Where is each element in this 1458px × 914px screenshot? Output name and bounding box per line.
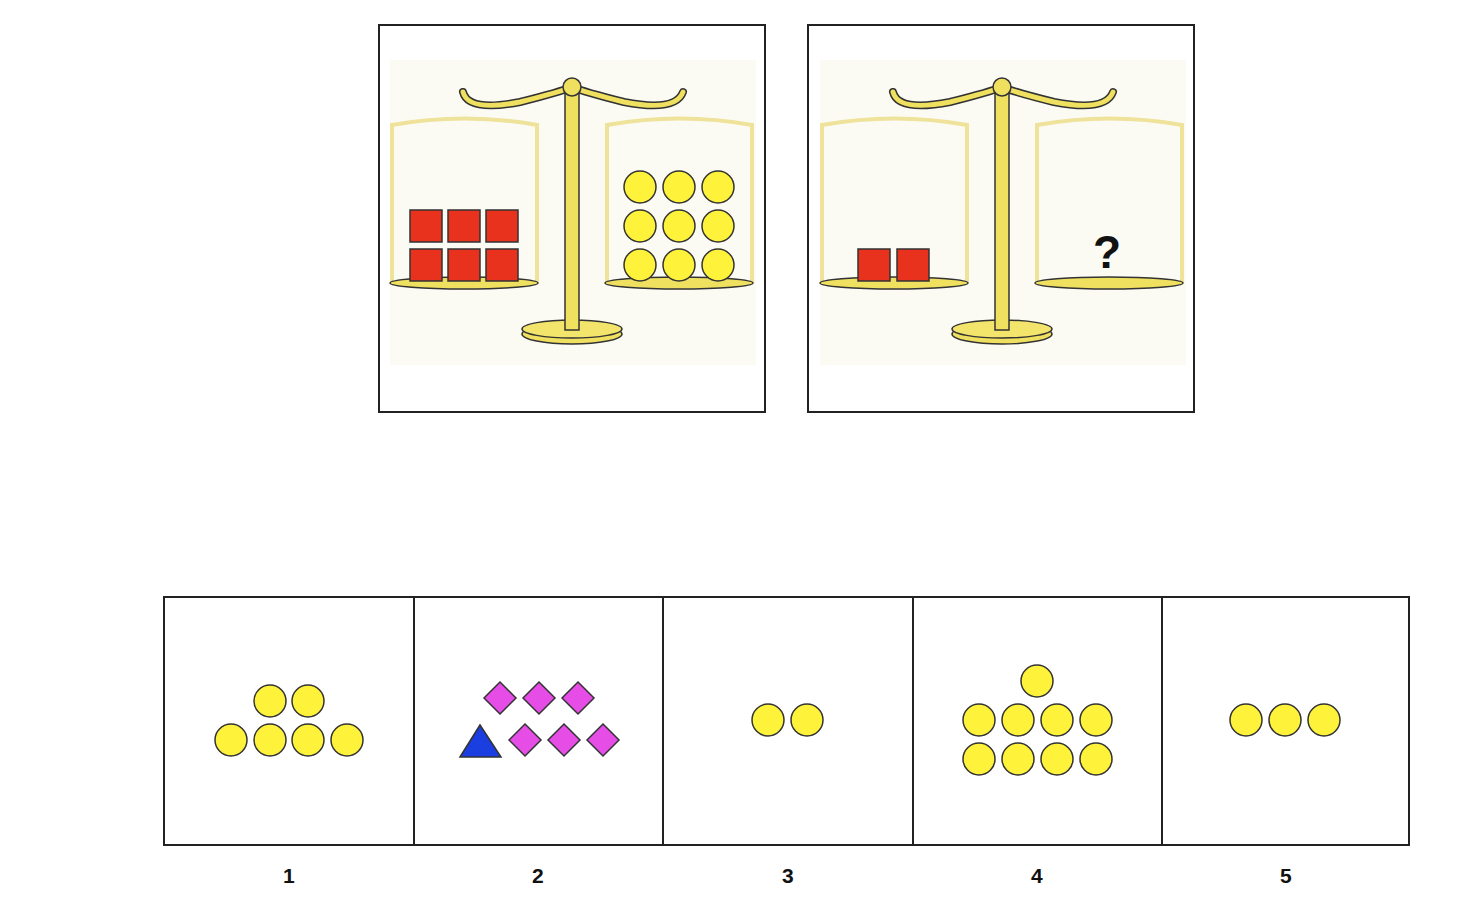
magenta-diamond (484, 682, 516, 714)
yellow-circle (1269, 704, 1301, 736)
divider (662, 597, 664, 845)
panel-frame (808, 25, 1194, 412)
balance-scale (390, 60, 756, 365)
panel-frame (379, 25, 765, 412)
yellow-circle (254, 685, 286, 717)
option-3-circles (752, 704, 823, 736)
red-squares (858, 249, 929, 281)
yellow-circle (624, 171, 656, 203)
yellow-circle (702, 171, 734, 203)
red-square (858, 249, 890, 281)
option-5-circles (1230, 704, 1340, 736)
yellow-circle (1080, 704, 1112, 736)
yellow-circle (292, 685, 324, 717)
red-square (486, 210, 518, 242)
red-squares (410, 210, 518, 281)
yellow-circle (702, 249, 734, 281)
yellow-circle (215, 724, 247, 756)
yellow-circle (663, 249, 695, 281)
option-number: 3 (782, 865, 794, 886)
option-number: 1 (283, 865, 295, 886)
balance-scale (820, 60, 1186, 365)
red-square (410, 249, 442, 281)
divider (413, 597, 415, 845)
yellow-circle (963, 704, 995, 736)
yellow-circle (1041, 704, 1073, 736)
red-square (410, 210, 442, 242)
magenta-diamond (523, 682, 555, 714)
divider (912, 597, 914, 845)
option-2-diamonds (484, 682, 619, 756)
yellow-circle (1230, 704, 1262, 736)
yellow-circle (624, 210, 656, 242)
divider (1161, 597, 1163, 845)
yellow-circle (331, 724, 363, 756)
yellow-circle (1308, 704, 1340, 736)
red-square (897, 249, 929, 281)
option-number: 2 (532, 865, 544, 886)
yellow-circle (624, 249, 656, 281)
yellow-circle (1002, 743, 1034, 775)
blue-triangle (460, 725, 501, 757)
answer-strip (164, 597, 1409, 845)
magenta-diamond (548, 724, 580, 756)
yellow-circles (624, 171, 734, 281)
question-mark: ? (1093, 229, 1121, 275)
yellow-circle (702, 210, 734, 242)
red-square (448, 210, 480, 242)
yellow-circle (791, 704, 823, 736)
option-number: 5 (1280, 865, 1292, 886)
option-1-circles (215, 685, 363, 756)
yellow-circle (1080, 743, 1112, 775)
yellow-circle (254, 724, 286, 756)
yellow-circle (963, 743, 995, 775)
yellow-circle (1002, 704, 1034, 736)
yellow-circle (1021, 665, 1053, 697)
red-square (486, 249, 518, 281)
magenta-diamond (509, 724, 541, 756)
red-square (448, 249, 480, 281)
yellow-circle (663, 171, 695, 203)
option-dividers (414, 597, 1162, 845)
option-4-circles (963, 665, 1112, 775)
magenta-diamond (562, 682, 594, 714)
yellow-circle (752, 704, 784, 736)
yellow-circle (292, 724, 324, 756)
yellow-circle (663, 210, 695, 242)
magenta-diamond (587, 724, 619, 756)
option-number: 4 (1031, 865, 1043, 886)
yellow-circle (1041, 743, 1073, 775)
